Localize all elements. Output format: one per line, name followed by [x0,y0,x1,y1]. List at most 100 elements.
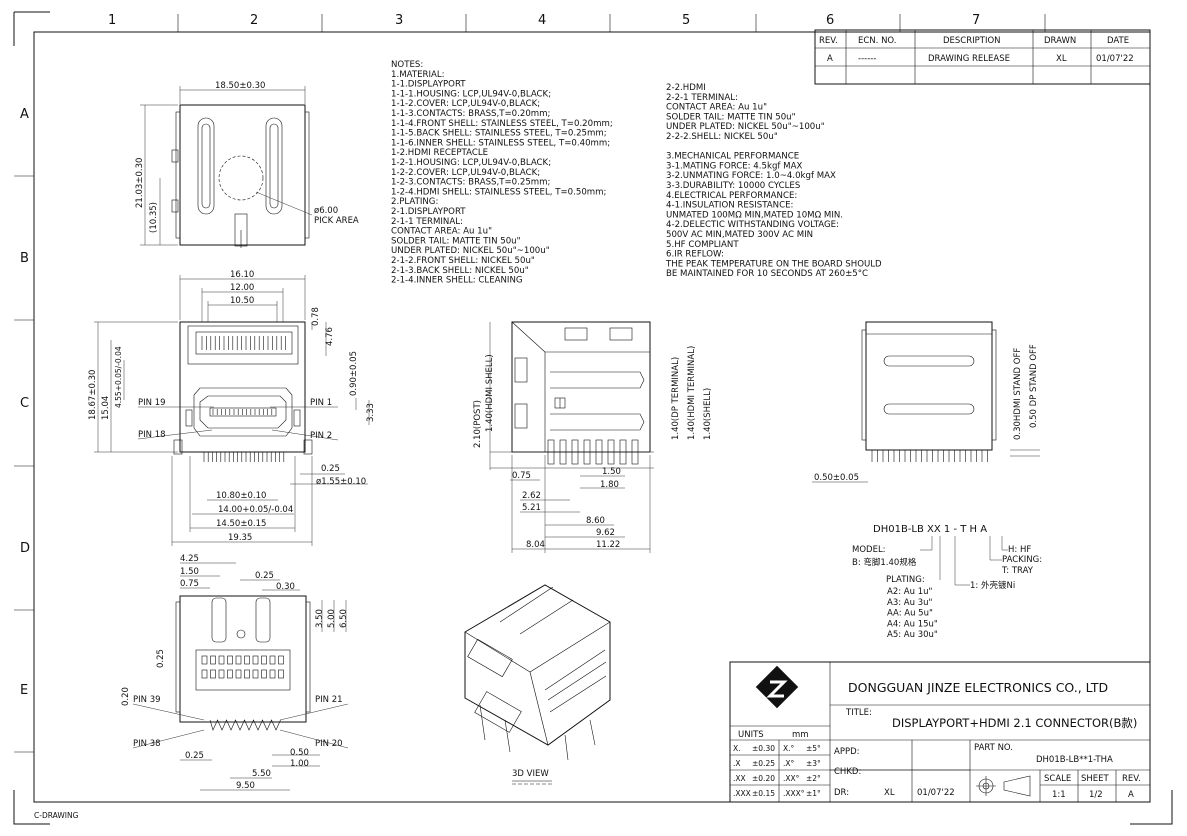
dim-140-hdmi-terminal: 1.40(HDMI TERMINAL) [687,346,697,440]
pin-pad [278,669,284,679]
note-line: SOLDER TAIL: MATTE TIN 50u" [666,112,796,122]
iso-view: 3D VIEW [464,584,611,785]
tolerance-cell: ±2° [806,774,821,783]
projection-symbol-icon [976,775,1031,797]
dim-1935: 19.35 [228,533,252,543]
dim-025: 0.25 [321,464,340,474]
units-label: UNITS [738,730,764,740]
pin-view: 4.25 1.50 0.75 0.25 0.30 3.50 5.00 6.50 … [121,554,349,791]
plating-option: AA: Au 5u" [887,609,933,619]
title-label: TITLE: [845,708,872,718]
title-block: DONGGUAN JINZE ELECTRONICS CO., LTD TITL… [729,661,1151,803]
note-line: 2-2.HDMI [666,83,706,93]
dim-962: 9.62 [596,528,615,538]
note-line: THE PEAK TEMPERATURE ON THE BOARD SHOULD [665,259,882,269]
note-line: UNMATED 100MΩ MIN,MATED 10MΩ MIN. [666,210,843,220]
rev-value: A [827,54,833,64]
top-inner-dim: (10.35) [149,202,159,233]
dim-025-left: 0.25 [156,649,166,668]
plating-label: PLATING: [886,575,925,585]
back-view: 0.30HDMI STAND OFF 0.50 DP STAND OFF 0.5… [812,321,1040,483]
col-label: 3 [395,13,403,28]
dim-078: 0.78 [311,307,321,326]
pin-pad [235,655,242,665]
row-labels: A B C D E [20,107,30,698]
dim-1122: 11.22 [596,540,620,550]
dim-1504: 15.04 [101,396,111,420]
pin-pad [269,655,276,665]
col-label: 5 [682,13,690,28]
sheet-frame: C-DRAWING [13,11,1173,825]
dim-075-top: 0.75 [180,579,199,589]
revision-table: REV. ECN. NO. DESCRIPTION DRAWN DATE A -… [814,29,1151,85]
pin-pad [218,669,225,679]
note-line: 1-1-6.INNER SHELL: STAINLESS STEEL, T=0.… [391,138,610,148]
dim-500: 5.00 [327,609,337,628]
tolerance-cell: ±1° [806,789,821,798]
pin-pad [252,655,259,665]
drawn-header: DRAWN [1044,36,1076,46]
note-line: NOTES: [391,60,423,70]
hf-option: H: HF [1008,545,1031,555]
note-line: CONTACT AREA: Au 1u" [666,103,767,113]
dim-476: 4.76 [325,327,335,346]
dim-050-dp-standoff: 0.50 DP STAND OFF [1029,344,1039,428]
appd-label: APPD: [834,747,859,757]
col-label: 1 [108,13,116,28]
dim-550: 5.50 [252,769,271,779]
note-line: 1-1-2.COVER: LCP,UL94V-0,BLACK; [391,99,540,109]
col-label: 2 [250,13,258,28]
dim-150-top: 1.50 [180,567,199,577]
note-line: UNDER PLATED: NICKEL 50u"~100u" [666,122,825,132]
tolerance-cell: .XXX° [783,789,805,798]
model-label: MODEL: [852,545,886,555]
note-line: 4-1.INSULATION RESISTANCE: [666,201,793,211]
dim-950: 9.50 [236,781,255,791]
row-label: A [20,107,29,122]
dim-155: ø1.55±0.10 [316,477,366,487]
pin-tail-zigzag [209,719,281,731]
drawn-value: XL [1056,54,1067,64]
pin-pad [210,669,216,679]
pin-pad [252,669,259,679]
dim-075: 0.75 [512,471,531,481]
rev-header: REV. [819,36,838,46]
dim-100-bottom: 1.00 [290,759,309,769]
note-line: 1-2-4.HDMI SHELL: STAINLESS STEEL, T=0.5… [391,187,606,197]
dim-050-bottom: 0.50±0.05 [814,473,859,483]
dim-030-top: 0.30 [276,582,295,592]
front-view: 16.10 12.00 10.50 0.78 4.76 18.67±0.30 1… [88,270,376,546]
company-name: DONGGUAN JINZE ELECTRONICS CO., LTD [848,680,1108,695]
units-value: mm [792,730,809,740]
pin-pad [244,669,250,679]
note-line: 1-2-1.HOUSING: LCP,UL94V-0,BLACK; [391,158,551,168]
note-line: 1.MATERIAL: [391,70,445,80]
dim-425: 4.25 [180,554,199,564]
dim-210-post: 2.10(POST) [473,400,483,448]
part-no-label: PART NO. [974,743,1013,753]
ecn-header: ECN. NO. [858,36,896,46]
tolerance-cell: ±3° [806,759,821,768]
note-line: 4-2.DELECTIC WITHSTANDING VOLTAGE: [666,220,839,230]
pin-pad [261,669,267,679]
col-label: 7 [972,13,980,28]
dr-date: 01/07'22 [917,788,955,798]
tolerance-cell: .XXX [733,789,751,798]
note-line: UNDER PLATED: NICKEL 50u"~100u" [391,246,550,256]
note-line: 1-1-1.HOUSING: LCP,UL94V-0,BLACK; [391,89,551,99]
row-label: B [20,251,29,266]
tolerance-cell: X. [733,744,741,753]
pin-pad [269,669,276,679]
pin39-label: PIN 39 [133,695,161,705]
pin18-label: PIN 18 [138,430,166,440]
tolerance-cell: ±0.15 [752,789,775,798]
dim-521: 5.21 [522,503,541,513]
dim-804: 8.04 [526,540,545,550]
pin38-label: PIN 38 [133,739,161,749]
note-line: 3.MECHANICAL PERFORMANCE [666,152,799,162]
note-line: 2-2-2.SHELL: NICKEL 50u" [666,132,778,142]
note-line: 6.IR REFLOW: [666,250,724,260]
tray-option: T: TRAY [1001,566,1034,576]
note-line: 2-1.DISPLAYPORT [391,207,466,217]
note-line: 2-2-1 TERMINAL: [666,93,738,103]
